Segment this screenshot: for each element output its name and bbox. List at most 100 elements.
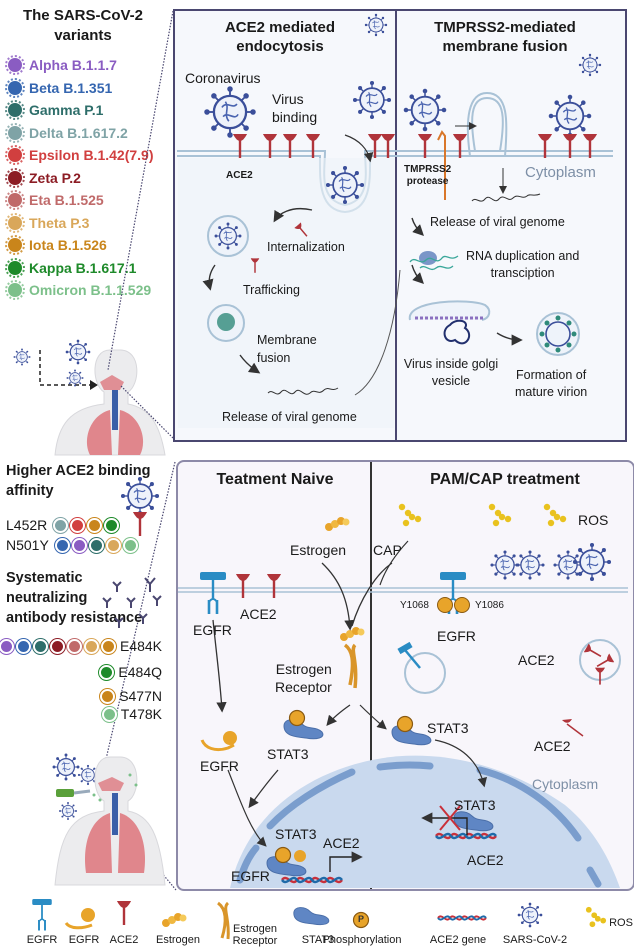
variant-item: Beta B.1.351: [5, 77, 113, 98]
y1086-label: Y1086: [475, 600, 504, 611]
mutation-row: E484Q: [101, 664, 162, 680]
legend-label: STAT3: [301, 934, 335, 946]
variant-virus-icon: [102, 641, 114, 652]
internalization-label: Internalization: [267, 240, 345, 254]
variant-virus-icon: [89, 520, 101, 531]
legend-egfr-receptor-icon: [31, 898, 53, 932]
variant-virus-icon: [106, 520, 118, 531]
stat3-label: STAT3: [267, 746, 309, 762]
egfr-nucleus-label: EGFR: [231, 868, 270, 884]
membrane-fusion-title: TMPRSS2-mediated membrane fusion: [405, 18, 605, 56]
variant-label: Eta B.1.525: [29, 192, 104, 208]
egfr-label: EGFR: [193, 622, 232, 638]
variant-item: Eta B.1.525: [5, 190, 104, 210]
rna-duplication-line1: RNA duplication and: [466, 249, 580, 263]
stat3-nucleus-label: STAT3: [275, 826, 317, 842]
membrane-fusion-line1: Membrane: [257, 333, 317, 347]
antibody-icons: [102, 577, 162, 628]
virus-icon: [5, 55, 25, 75]
tmprss2-line1: TMPRSS2: [404, 164, 452, 175]
tmprss2-label: TMPRSS2 protease: [404, 164, 451, 188]
legend-label: SARS-CoV-2: [502, 934, 568, 946]
release-genome-label-left: Release of viral genome: [222, 410, 357, 424]
variant-label: Alpha B.1.1.7: [29, 57, 117, 73]
virus-icon: [5, 212, 25, 233]
variant-label: Theta P.3: [29, 214, 90, 231]
variant-item: Kappa B.1.617.1: [5, 257, 137, 278]
variant-virus-icon: [55, 520, 67, 531]
virus-icon: [5, 280, 25, 300]
estrogen-icon: [325, 517, 350, 531]
estrogen-receptor-label: Estrogen Receptor: [275, 660, 332, 696]
virus-icon: [5, 77, 25, 98]
virus-icon: [5, 100, 25, 120]
membrane-fusion-label: Membrane fusion: [257, 331, 317, 367]
legend-label: ROS: [609, 917, 633, 929]
cap-label: CAP: [373, 542, 402, 558]
legend-icons: [31, 898, 607, 940]
endocytosis-title: ACE2 mediated endocytosis: [200, 18, 360, 56]
mutation-label: N501Y: [6, 537, 49, 553]
cytoplasm-label-bottom: Cytoplasm: [532, 776, 599, 792]
variant-item: Iota B.1.526: [5, 235, 107, 255]
tmprss2-line2: protease: [406, 176, 449, 187]
ace2-gene-label-treated: ACE2: [467, 852, 504, 868]
variant-dots: [101, 664, 118, 680]
affinity-title-line2: affinity: [6, 483, 54, 499]
human-respiratory-figure-top: [13, 339, 166, 456]
variant-virus-icon: [90, 540, 102, 551]
virus-binding-line2: binding: [272, 109, 318, 125]
human-respiratory-figure-bottom: [51, 752, 166, 886]
variant-label: Kappa B.1.617.1: [29, 259, 137, 276]
variant-virus-icon: [124, 540, 136, 551]
variant-label: Beta B.1.351: [29, 79, 113, 96]
legend-ros-icon: [585, 906, 607, 928]
egfr-free-label: EGFR: [200, 758, 239, 774]
legend-dna-icon: [437, 915, 487, 921]
panel-divider: [395, 11, 397, 440]
release-genome-label-right: Release of viral genome: [430, 215, 565, 229]
virus-icon: [5, 235, 25, 255]
affinity-title-line1: Higher ACE2 binding: [6, 463, 151, 479]
mutation-row: E484K: [0, 638, 162, 654]
variant-virus-icon: [85, 641, 97, 652]
estrogen-receptor-line1: Estrogen: [275, 661, 332, 677]
virus-icon: [5, 122, 25, 143]
virus-icon: [5, 167, 25, 188]
legend-label: ACE2 gene: [429, 934, 487, 946]
golgi-line2: vesicle: [431, 374, 471, 388]
ace2-gene-label-naive: ACE2: [323, 835, 360, 851]
legend-label: Estrogen Receptor: [232, 923, 278, 947]
affinity-title: Higher ACE2 binding affinity: [6, 461, 150, 501]
ace2-free-label: ACE2: [534, 738, 571, 754]
variant-label: Omicron B.1.1.529: [29, 282, 152, 298]
golgi-line1: Virus inside golgi: [403, 357, 499, 371]
ace2-vesicle-label: ACE2: [518, 652, 555, 668]
resistance-title-line3: antibody resistance: [6, 610, 143, 626]
legend-stat3-icon: [293, 907, 330, 926]
mutation-row: N501Y: [6, 537, 142, 553]
variant-label: Iota B.1.526: [29, 237, 107, 253]
variant-item: Gamma P.1: [5, 100, 103, 120]
variant-virus-icon: [56, 540, 68, 551]
treatment-divider: [370, 462, 372, 889]
mutation-label: S477N: [119, 688, 162, 704]
variant-virus-icon: [102, 691, 114, 702]
legend-ace2-icon: [115, 899, 133, 927]
variant-item: Epsilon B.1.42(7.9): [5, 145, 153, 165]
egfr-label-treated: EGFR: [437, 628, 476, 644]
mutation-row: T478K: [103, 706, 162, 722]
virus-binding-label: Virus binding: [272, 90, 317, 126]
variant-item: Theta P.3: [5, 212, 90, 233]
variant-label: Delta B.1.617.2: [29, 124, 128, 141]
variant-virus-icon: [17, 641, 29, 652]
mature-virion-line1: Formation of: [516, 368, 587, 382]
variant-virus-icon: [103, 709, 115, 720]
golgi-vesicle-label: Virus inside golgi vesicle: [396, 356, 506, 390]
legend-virus-icon: [517, 902, 543, 928]
variant-dots: [56, 537, 142, 553]
y1068-label: Y1068: [400, 600, 429, 611]
mutation-row: L452R: [6, 517, 123, 533]
